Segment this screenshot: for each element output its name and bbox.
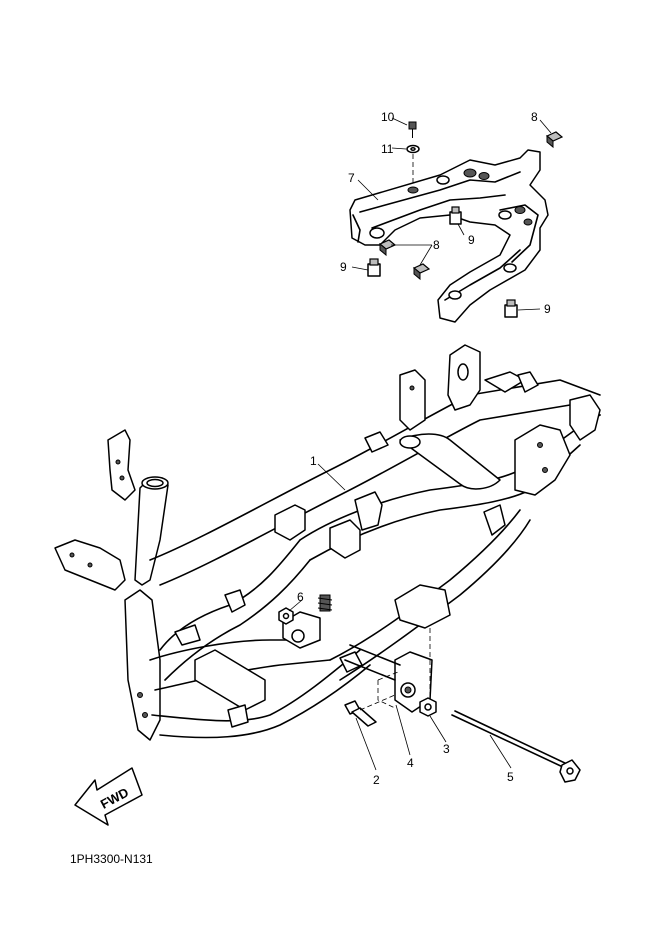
main-frame-part-1 bbox=[54, 344, 601, 741]
nut-part-3 bbox=[419, 697, 437, 717]
callout-6: 6 bbox=[297, 590, 304, 604]
callout-8-top: 8 bbox=[531, 110, 538, 124]
clip-part-9-left bbox=[367, 258, 381, 277]
sub-frame-part-7 bbox=[349, 149, 549, 323]
callout-11: 11 bbox=[381, 142, 394, 156]
nut-part-6 bbox=[278, 607, 294, 625]
bolt-part-10 bbox=[408, 121, 417, 138]
spring-bracket bbox=[317, 594, 333, 612]
diagram-code: 1PH3300-N131 bbox=[70, 852, 153, 866]
callout-10: 10 bbox=[381, 110, 395, 124]
callout-8-mid: 8 bbox=[433, 238, 440, 252]
bolt-part-5 bbox=[451, 710, 581, 783]
callout-5: 5 bbox=[507, 770, 514, 784]
clip-part-9-center bbox=[449, 206, 462, 225]
engine-mount-bracket bbox=[282, 584, 451, 713]
callout-9-center: 9 bbox=[468, 233, 475, 247]
callout-7: 7 bbox=[348, 171, 355, 185]
callout-9-right: 9 bbox=[544, 302, 551, 316]
callout-4: 4 bbox=[407, 756, 414, 770]
leader-lines bbox=[288, 117, 552, 771]
callouts: 10 11 7 8 8 9 9 9 1 6 2 4 3 5 bbox=[297, 110, 551, 787]
forward-arrow-icon: FWD bbox=[74, 767, 143, 826]
washer-part-11 bbox=[406, 144, 420, 154]
callout-9-left: 9 bbox=[340, 260, 347, 274]
nut-part-8-top bbox=[545, 131, 564, 149]
nut-part-8-mid bbox=[412, 263, 431, 281]
callout-1: 1 bbox=[310, 454, 317, 468]
clip-part-9-right bbox=[504, 299, 518, 318]
callout-2: 2 bbox=[373, 773, 380, 787]
callout-3: 3 bbox=[443, 742, 450, 756]
